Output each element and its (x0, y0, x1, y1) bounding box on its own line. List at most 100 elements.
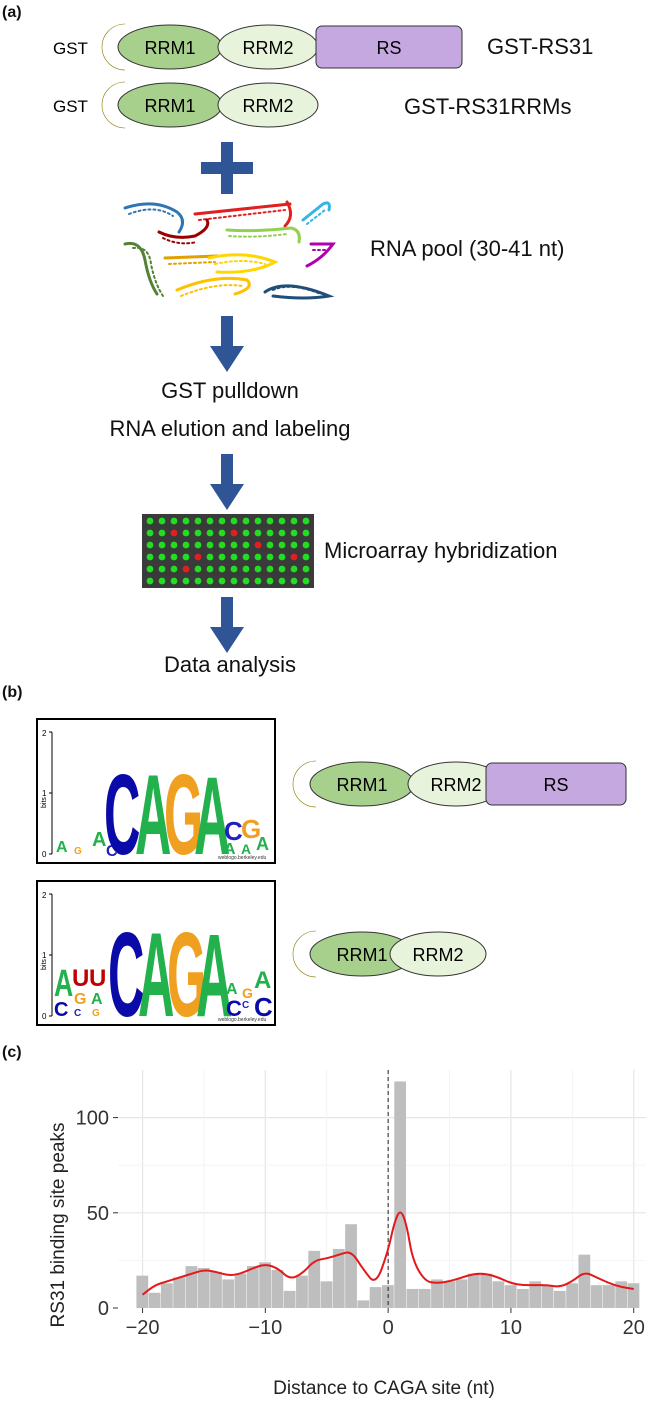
gst-crescent-icon (292, 930, 317, 978)
step-pulldown-2: RNA elution and labeling (109, 416, 351, 441)
plus-icon (201, 142, 253, 194)
array-spot (254, 517, 262, 525)
svg-text:A: A (226, 981, 238, 998)
svg-text:U: U (89, 965, 106, 992)
panel-b-label: (b) (2, 684, 23, 701)
array-spot (290, 517, 298, 525)
histogram-bar (271, 1269, 284, 1308)
svg-text:RRM1: RRM1 (336, 775, 387, 795)
array-spot (278, 517, 286, 525)
array-spot (242, 541, 250, 549)
array-spot (230, 553, 238, 561)
array-spot (146, 529, 154, 537)
array-spot (158, 541, 166, 549)
x-tick-label: −10 (248, 1317, 282, 1339)
gst-label: GST (53, 97, 88, 116)
svg-text:RRM2: RRM2 (412, 945, 463, 965)
svg-text:0: 0 (42, 850, 47, 859)
histogram-bar (148, 1292, 161, 1308)
svg-text:A: A (241, 841, 251, 857)
histogram-bar (566, 1283, 578, 1308)
svg-text:A: A (92, 829, 106, 851)
histogram-bar (259, 1262, 271, 1308)
array-spot (182, 553, 190, 561)
logo-credit: weblogo.berkeley.edu (218, 1017, 266, 1023)
sequence-logo-full: 2 1 0 bits A G A C C A G A C A G A A web… (36, 718, 276, 879)
svg-text:G: G (241, 814, 261, 844)
array-spot (266, 577, 274, 585)
down-arrow-icon (210, 597, 244, 653)
array-spot (146, 565, 154, 573)
gst-crescent-icon (292, 760, 317, 808)
histogram-bar (480, 1273, 493, 1308)
array-spot-red (170, 529, 178, 537)
array-spot (230, 541, 238, 549)
construct-name-gst-rs31: GST-RS31 (487, 34, 594, 59)
histogram-bar (222, 1279, 235, 1308)
histogram-bar (541, 1285, 554, 1308)
svg-text:RRM2: RRM2 (430, 775, 481, 795)
array-spot (290, 541, 298, 549)
rrm1-label: RRM1 (144, 96, 195, 116)
histogram-bar (467, 1273, 480, 1308)
array-spot (302, 577, 310, 585)
histogram-bar (504, 1285, 517, 1308)
svg-text:A: A (256, 834, 269, 854)
array-spot (206, 553, 214, 561)
svg-text:0: 0 (42, 1012, 47, 1021)
array-spot (254, 553, 262, 561)
array-spot (266, 553, 274, 561)
array-spot-red (230, 529, 238, 537)
array-spot (146, 517, 154, 525)
array-spot (158, 553, 166, 561)
rs-domain (485, 762, 627, 806)
histogram-bar (332, 1248, 345, 1308)
svg-text:A: A (196, 911, 232, 1024)
svg-text:RRM1: RRM1 (336, 945, 387, 965)
array-spot (278, 529, 286, 537)
step-microarray: Microarray hybridization (324, 538, 558, 563)
svg-text:A: A (224, 841, 236, 858)
histogram-bar (418, 1288, 431, 1308)
array-spot (230, 565, 238, 573)
svg-text:C: C (108, 908, 144, 1024)
array-spot (158, 577, 166, 585)
array-spot (170, 565, 178, 573)
array-spot (230, 577, 238, 585)
step-analysis: Data analysis (163, 652, 297, 677)
svg-text:A: A (54, 961, 73, 1004)
array-spot (194, 529, 202, 537)
array-spot (254, 577, 262, 585)
svg-text:2: 2 (42, 891, 47, 900)
histogram-bar (357, 1300, 370, 1308)
array-spot (182, 529, 190, 537)
svg-text:A: A (135, 751, 171, 862)
svg-text:G: G (164, 751, 203, 862)
histogram-bar (160, 1283, 173, 1308)
array-spot-red (182, 565, 190, 573)
histogram-bar (553, 1290, 566, 1308)
histogram-bar (210, 1271, 222, 1308)
array-spot (242, 577, 250, 585)
sequence-logo-rrms: 2 1 0 bits A C U G C U A G C A G A A C G… (36, 880, 276, 1042)
array-spot (158, 529, 166, 537)
histogram-bar (246, 1266, 259, 1308)
array-spot (182, 541, 190, 549)
svg-text:C: C (224, 816, 243, 846)
logo-axis-label: bits (41, 959, 48, 970)
array-spot (242, 529, 250, 537)
histogram-bar (603, 1285, 615, 1308)
svg-text:C: C (54, 999, 68, 1021)
gst-crescent-icon (101, 23, 126, 71)
array-spot (254, 565, 262, 573)
svg-text:A: A (91, 991, 103, 1008)
construct-gst-rs31rrms-diagram: GST RRM1 RRM2 (53, 81, 319, 129)
array-spot (206, 565, 214, 573)
array-spot (278, 577, 286, 585)
array-spot (266, 517, 274, 525)
histogram-bar (320, 1281, 333, 1308)
array-spot (182, 577, 190, 585)
y-axis-label: RS31 binding site peaks (48, 1123, 69, 1328)
array-spot (302, 541, 310, 549)
array-spot (218, 565, 226, 573)
